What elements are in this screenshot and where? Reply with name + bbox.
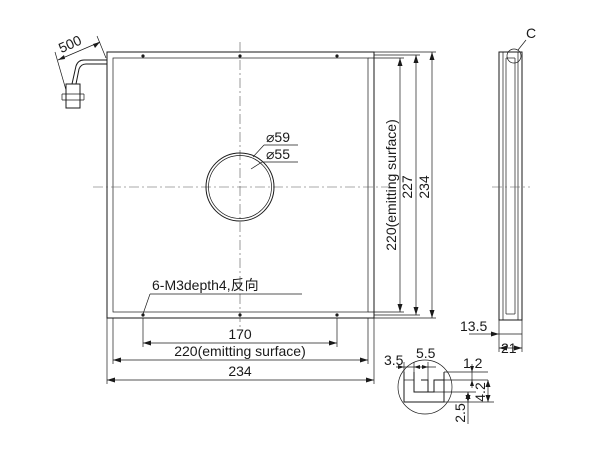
horizontal-dimensions: 170 220(emitting surface) 234 — [106, 318, 375, 384]
hole-outer-circle — [205, 152, 275, 222]
emitting-width-label: 220(emitting surface) — [174, 343, 306, 359]
cable-assembly: 500 — [54, 32, 107, 109]
mount-hole-bottom-right — [335, 313, 339, 317]
panel-inner-frame — [112, 57, 369, 313]
hole-inner-diameter-label: ⌀55 — [266, 146, 290, 162]
overall-width-label: 234 — [228, 363, 252, 379]
hole-inner-circle — [208, 155, 272, 219]
detail-dim-e-label: 2.5 — [452, 403, 468, 423]
mount-hole-note-text: 6-M3depth4,反向 — [152, 277, 259, 293]
cable-length-label: 500 — [56, 32, 84, 56]
detail-dim-a-label: 3.5 — [384, 352, 404, 368]
mount-hole-top-left — [141, 54, 145, 58]
hole-outer-diameter-label: ⌀59 — [266, 129, 290, 145]
mount-hole-top-center — [238, 54, 242, 58]
detail-dim-d-label: 4.2 — [472, 382, 488, 402]
side-outer-profile — [498, 51, 523, 321]
detail-c-circle — [506, 48, 522, 64]
hole-spacing-width-label: 170 — [228, 326, 252, 342]
side-thickness-label: 21 — [501, 340, 517, 356]
emitting-height-label: 220(emitting surface) — [383, 119, 399, 251]
detail-dim-c-label: 1.2 — [463, 355, 483, 371]
overall-height-label: 234 — [416, 175, 432, 199]
mount-hole-bottom-left — [141, 313, 145, 317]
frame-height-label: 227 — [399, 175, 415, 199]
mount-hole-note: 6-M3depth4,反向 — [142, 277, 302, 315]
front-view: 500 ⌀59 ⌀55 6-M3depth4,反向 — [54, 32, 436, 384]
mount-hole-top-right — [335, 54, 339, 58]
detail-view: 3.5 5.5 1.2 4.2 2.5 — [384, 345, 494, 424]
detail-boundary-circle — [397, 359, 453, 415]
bottom-offset-label: 13.5 — [460, 318, 487, 334]
panel-outer-frame — [106, 51, 375, 319]
vertical-dimensions: 220(emitting surface) 227 234 — [368, 51, 436, 319]
cable-connector — [65, 83, 81, 109]
diameter-callouts: ⌀59 ⌀55 — [250, 129, 298, 170]
detail-dim-b-label: 5.5 — [416, 345, 436, 361]
detail-c-label: C — [526, 25, 536, 41]
side-view: C 13.5 21 — [460, 25, 536, 356]
mount-hole-bottom-center — [238, 313, 242, 317]
